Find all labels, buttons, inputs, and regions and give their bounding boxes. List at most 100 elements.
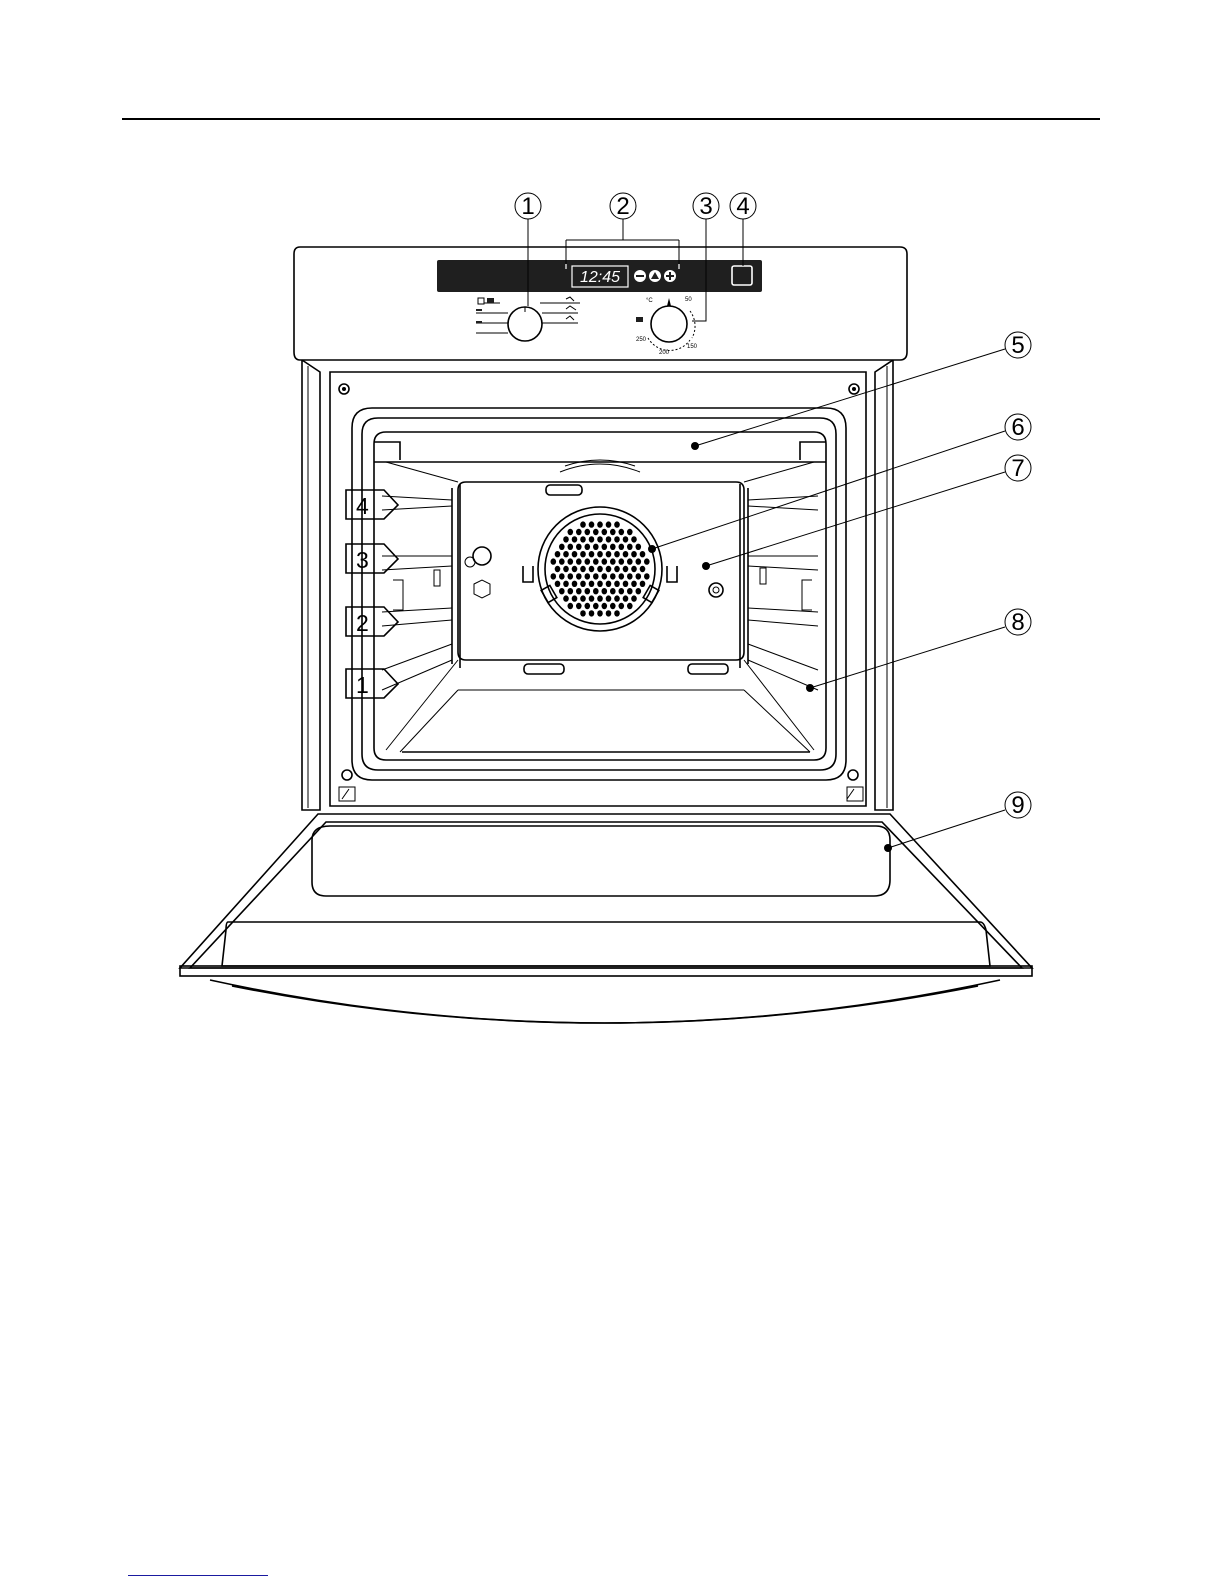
fan-hole [606,551,612,557]
fan-hole [614,536,620,542]
fan-hole [627,529,633,535]
fan-hole [576,573,582,579]
fan-hole [602,603,608,609]
fan-hole [563,536,569,542]
fan-hole [580,595,586,601]
fan-hole [580,566,586,572]
fan-hole [623,566,629,572]
fan-hole [589,581,595,587]
fan-hole [614,610,620,616]
fan-hole [610,588,616,594]
fan-hole [589,536,595,542]
fan-hole [610,558,616,564]
fan-hole [589,610,595,616]
temp-mark-200: 200 [659,350,670,356]
fan-hole [631,536,637,542]
fan-hole [572,536,578,542]
fan-hole [610,529,616,535]
fan-hole [602,558,608,564]
fan-hole [589,551,595,557]
fan-hole [593,529,599,535]
fan-hole [614,581,620,587]
fan-guard [538,507,662,631]
fan-hole [619,603,625,609]
fan-hole [593,558,599,564]
fan-hole [610,603,616,609]
fan-hole [572,581,578,587]
callout-7: 7 [1011,455,1024,482]
fan-hole [572,551,578,557]
fan-hole [563,551,569,557]
fan-hole [576,529,582,535]
fan-hole [597,536,603,542]
control-panel: 12:45 [294,247,907,360]
fan-hole [631,551,637,557]
callout-3: 3 [699,193,712,220]
callout-2: 2 [616,193,629,220]
fan-hole [623,581,629,587]
fan-hole [589,521,595,527]
oven-door [180,814,1032,1023]
fan-hole [606,521,612,527]
fan-hole [585,603,591,609]
fan-hole [551,558,557,564]
shelf-runners-left [382,484,460,690]
fan-hole [589,566,595,572]
fan-hole [597,610,603,616]
fan-hole [593,544,599,550]
plus-button[interactable] [664,270,676,282]
fan-hole [568,603,574,609]
fan-hole [606,595,612,601]
fan-hole [563,581,569,587]
shelf-level-1: 1 [346,669,398,698]
fan-hole [640,566,646,572]
fan-hole [555,551,561,557]
fan-hole [551,573,557,579]
fan-hole [623,536,629,542]
fan-hole [636,544,642,550]
fan-hole [597,581,603,587]
fan-hole [585,573,591,579]
fan-hole [580,536,586,542]
up-arrow-button[interactable] [649,270,661,282]
callout-1: 1 [521,193,534,220]
fan-hole [568,588,574,594]
temp-mark-50: 50 [685,297,692,303]
fan-hole [636,588,642,594]
fan-hole [597,566,603,572]
fan-hole [568,529,574,535]
temp-mark-250: 250 [636,337,647,343]
callout-6: 6 [1011,414,1024,441]
fan-hole [606,536,612,542]
fan-hole [585,544,591,550]
fan-hole [627,588,633,594]
fan-hole [636,558,642,564]
fan-hole [631,595,637,601]
fan-hole [619,588,625,594]
fan-hole [614,551,620,557]
fan-hole [644,558,650,564]
fan-hole [589,595,595,601]
fan-hole [606,581,612,587]
temperature-knob[interactable] [651,298,687,342]
fan-hole [602,588,608,594]
fan-hole [636,573,642,579]
shelf-level-1-label: 1 [356,672,369,698]
fan-hole [627,603,633,609]
function-selector-knob[interactable] [508,307,542,341]
fan-hole [580,610,586,616]
callout-4: 4 [736,193,749,220]
oven-light-button[interactable] [732,266,752,285]
minus-button[interactable] [634,270,646,282]
fan-hole [585,588,591,594]
fan-hole [627,544,633,550]
fan-hole [568,544,574,550]
time-display-text: 12:45 [580,269,620,286]
fan-hole [585,558,591,564]
unit-label: °C [646,298,653,304]
fan-hole [614,521,620,527]
temp-mark-150: 150 [687,344,698,350]
fan-hole [563,595,569,601]
callout-5: 5 [1011,332,1024,359]
